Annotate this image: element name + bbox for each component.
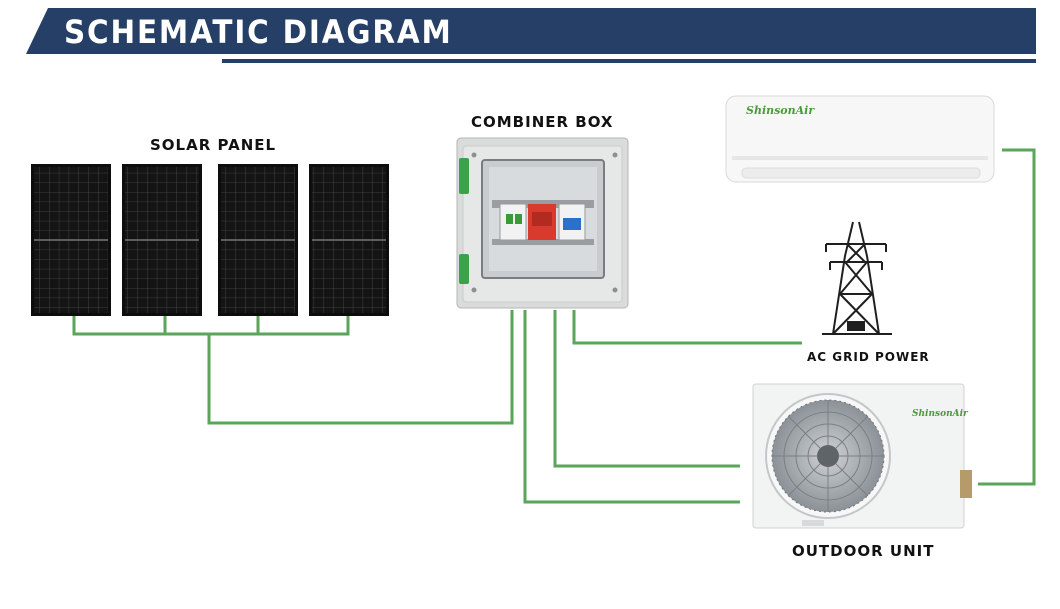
wire-combiner-to-outdoor-top [553,310,740,468]
combiner-box-label: COMBINER BOX [471,113,614,131]
solar-panel-4 [309,164,389,316]
wire-panel-bus [72,316,350,336]
air-conditioner-indoor-icon [725,95,995,183]
solar-panel-icon [31,164,389,316]
title-underline [222,59,1036,63]
outdoor-unit-label: OUTDOOR UNIT [792,542,935,560]
combiner-box-icon [456,137,629,309]
ac-grid-power-label: AC GRID POWER [807,350,930,364]
outdoor-unit-brand-logo: ShinsonAir [912,409,968,419]
indoor-unit-brand-logo: ShinsonAir [746,104,815,117]
wiring [72,148,1036,504]
wire-panels-to-combiner [207,310,514,425]
solar-panel-2 [122,164,202,316]
wire-combiner-to-outdoor-bottom [523,310,740,504]
solar-panel-3 [218,164,298,316]
solar-panel-label: SOLAR PANEL [150,136,277,154]
wire-combiner-to-grid [572,310,802,345]
title-banner [26,8,1036,54]
page-title: SCHEMATIC DIAGRAM [64,13,453,51]
air-conditioner-outdoor-icon [752,383,972,529]
solar-panel-1 [31,164,111,316]
wire-indoor-to-outdoor [978,148,1036,486]
transmission-tower-icon [822,221,892,335]
